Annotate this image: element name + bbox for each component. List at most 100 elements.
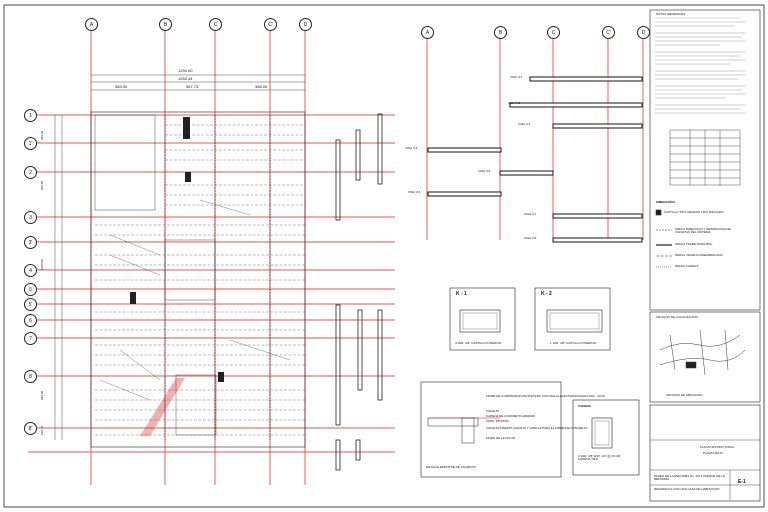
location-panel bbox=[649, 311, 761, 403]
legend-item-4: INDICA VIGUETA PREFABRICADA bbox=[675, 253, 723, 257]
title-block bbox=[649, 404, 761, 502]
k1-title: K - 1 bbox=[456, 291, 467, 297]
legend-heading: SIMBOLOGIA bbox=[656, 200, 676, 204]
grid-bubble-row-1: 1 bbox=[24, 109, 37, 122]
column bbox=[185, 172, 191, 182]
dim-left: 282.96 bbox=[40, 180, 44, 190]
grid-bubble-row-2: 2 bbox=[24, 166, 37, 179]
dim-ab: 383.90 bbox=[115, 84, 128, 89]
left-plan-dimensions bbox=[54, 74, 305, 440]
dim-cd: 388.00 bbox=[255, 84, 268, 89]
detalle-note-4: VARS. 3/8 ESTR. bbox=[486, 419, 510, 423]
detalle-note-2: VIGUETA bbox=[486, 409, 499, 413]
detalle-note-5: VIGUETA INSERTA VIGUETA Y VARILLA PARA E… bbox=[486, 426, 588, 430]
grid-bubble-row-4: 4 bbox=[24, 264, 37, 277]
location-sketch bbox=[659, 329, 746, 376]
k1-section bbox=[459, 309, 501, 333]
cadena-caption: 4 VAR. 3/8" EST. 1/4" @ 20 CM CADENA TIP… bbox=[578, 454, 621, 462]
cadena-box bbox=[572, 399, 640, 476]
sheet-sub: PLANTA BAJA bbox=[703, 451, 723, 455]
k2-section bbox=[546, 309, 603, 333]
grid-bubble-row-5': 5' bbox=[24, 298, 37, 311]
slab-opening bbox=[140, 378, 185, 436]
cadena-rebar bbox=[594, 420, 610, 446]
legend-symbols bbox=[655, 209, 672, 268]
beam-grid-bubble-C': C' bbox=[602, 26, 615, 39]
project-name: PASEO DE LA REFORMA No. 2071 PARQUE DE L… bbox=[654, 474, 725, 482]
legend-item-5: INDICA CADENA bbox=[675, 264, 699, 268]
k2-box bbox=[534, 287, 611, 351]
location-sub: CROQUIS DE UBICACION bbox=[666, 393, 703, 397]
dim-left: 282.96 bbox=[40, 130, 44, 140]
grid-bubble-row-3: 3 bbox=[24, 211, 37, 224]
dim-bc: 367.73 bbox=[186, 84, 199, 89]
beam-grid-bubble-B: B bbox=[494, 26, 507, 39]
grid-bubble-row-3': 3' bbox=[24, 236, 37, 249]
sheet-title: PLANTA ESTRUCTURAL bbox=[700, 445, 735, 449]
legend-item-3: INDICA TRABE PRINCIPAL bbox=[675, 242, 713, 246]
dim-overall-2: 1253.44 bbox=[178, 76, 193, 81]
beam-label: VIGA V-2 bbox=[508, 101, 521, 105]
right-beams-grid bbox=[426, 28, 644, 240]
grid-bubble-col-B: B bbox=[159, 18, 172, 31]
sheet-border bbox=[3, 4, 765, 508]
grid-bubble-col-C: C bbox=[209, 18, 222, 31]
k1-section-inner bbox=[462, 312, 498, 330]
grid-bubble-col-C': C' bbox=[264, 18, 277, 31]
dim-overall: 1294.00 bbox=[178, 68, 193, 73]
detalle-slab bbox=[427, 417, 479, 427]
detalle-wall bbox=[461, 417, 475, 444]
k1-caption: 4 VAR. 3/8" CASTILLO INTERIOR bbox=[455, 341, 501, 345]
legend-item-1: CASTILLO TIPO ARMADO TIPO INDICADO bbox=[664, 210, 724, 214]
beam-label: VIGA V-7 bbox=[524, 212, 537, 216]
grid-bubble-col-D: D bbox=[299, 18, 312, 31]
grid-bubble-row-8': 8' bbox=[24, 422, 37, 435]
detalle-title: DETALLE EMPOTRE DE VIGUETAS bbox=[426, 465, 476, 469]
grid-bubble-row-1': 1' bbox=[24, 137, 37, 150]
cadena-section bbox=[591, 417, 613, 449]
detalle-box bbox=[420, 381, 562, 478]
k2-section-inner bbox=[549, 312, 600, 330]
beam-grid-bubble-A: A bbox=[421, 26, 434, 39]
column bbox=[183, 117, 190, 139]
beam-label: VIGA V-3 bbox=[518, 122, 531, 126]
beam-label: VIGA V-4 bbox=[405, 146, 418, 150]
left-plan-slab bbox=[90, 111, 306, 448]
column-elevations bbox=[335, 113, 383, 471]
right-beams bbox=[427, 76, 643, 243]
left-plan-joists bbox=[95, 124, 305, 436]
sheet-number: E-1 bbox=[738, 479, 746, 485]
grid-bubble-row-7: 7 bbox=[24, 332, 37, 345]
notes-panel bbox=[649, 9, 761, 311]
column bbox=[218, 372, 224, 382]
grid-bubble-row-5: 5 bbox=[24, 283, 37, 296]
beam-label: VIGA V-5 bbox=[478, 169, 491, 173]
schedule-table bbox=[669, 129, 741, 186]
detalle-note-6: MURO DE 14X14 CM bbox=[486, 436, 516, 440]
dim-left: 190.72 bbox=[40, 425, 44, 435]
beam-label: VIGA V-8 bbox=[524, 236, 537, 240]
k1-box bbox=[449, 287, 516, 351]
legend-item-2: INDICA DIRECCION Y SEPARACION DE VIGUETA… bbox=[675, 227, 731, 235]
beam-label: VIGA V-1 bbox=[510, 75, 523, 79]
project-owner: RESIDENCIA CON UNA CASA DE HABITACION bbox=[654, 487, 720, 491]
beam-label: VIGA V-6 bbox=[408, 190, 421, 194]
notes-header: NOTAS GENERALES bbox=[656, 12, 686, 16]
grid-bubble-row-6: 6 bbox=[24, 314, 37, 327]
left-plan-diagonals bbox=[99, 199, 291, 401]
detalle-note-1: FIRME DE COMPRESION DE 5CM ESP. CON MALL… bbox=[486, 394, 605, 398]
beam-grid-bubble-C: C bbox=[547, 26, 560, 39]
column bbox=[130, 292, 136, 304]
cadena-title: CADENA bbox=[578, 404, 591, 408]
notes-lines bbox=[655, 17, 745, 114]
dim-left: 1080.00 bbox=[40, 259, 44, 270]
grid-bubble-col-A: A bbox=[85, 18, 98, 31]
k2-title: K - 2 bbox=[541, 291, 552, 297]
grid-bubble-row-8: 8 bbox=[24, 370, 37, 383]
location-label: CROQUIS DE LOCALIZACION bbox=[656, 315, 698, 319]
beam-grid-bubble-D: D bbox=[637, 26, 650, 39]
detalle-note-3: CADENA DE CONCRETO ARMADO bbox=[486, 414, 536, 418]
dim-left: 206.00 bbox=[40, 390, 44, 400]
k2-caption: 1 VAR. 3/8" CASTILLO INTERIOR bbox=[550, 341, 596, 345]
